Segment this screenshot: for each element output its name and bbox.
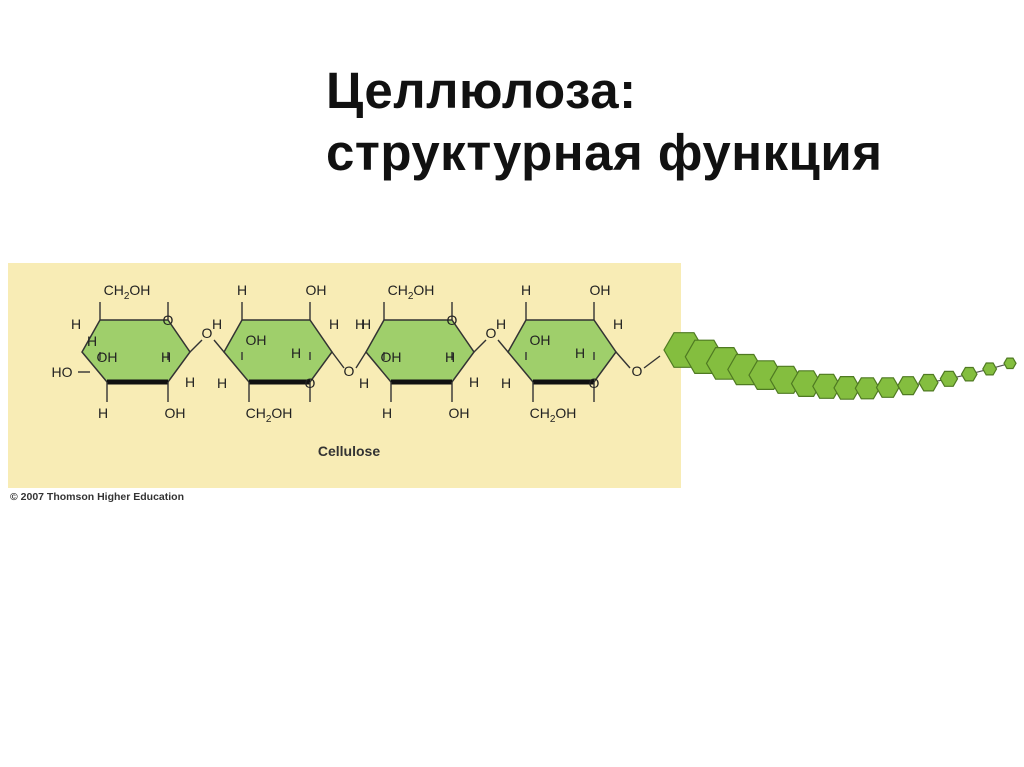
label-oh: OH (449, 405, 470, 421)
label-oh: OH (381, 349, 402, 365)
glycosidic-o: O (202, 325, 213, 341)
label-h: H (291, 345, 301, 361)
chain-hexagon (918, 373, 939, 392)
chain-hexagon (960, 366, 978, 382)
label-ch2oh: CH2OH (530, 405, 577, 425)
label-ring-o: O (305, 375, 316, 391)
label-oh: OH (165, 405, 186, 421)
chain-hexagon (833, 376, 861, 400)
label-ring-o: O (163, 312, 174, 328)
label-oh: OH (306, 282, 327, 298)
label-h: H (359, 375, 369, 391)
label-h: H (87, 333, 97, 349)
chain-hexagon (790, 370, 822, 397)
slide-title: Целлюлоза: структурная функция (326, 60, 1016, 184)
label-h: H (98, 405, 108, 421)
chain-hexagon (875, 377, 900, 398)
label-h: H (71, 316, 81, 332)
label-oh: OH (530, 332, 551, 348)
label-h: H (501, 375, 511, 391)
chain-hexagon (897, 376, 920, 396)
label-oh: OH (590, 282, 611, 298)
label-h: H (237, 282, 247, 298)
label-h: H (575, 345, 585, 361)
label-ch2oh: CH2OH (104, 282, 151, 302)
chain-hexagon (854, 377, 881, 400)
label-ch2oh: CH2OH (246, 405, 293, 425)
label-h: H (161, 349, 171, 365)
chain-hexagon (1003, 357, 1017, 370)
label-h: H (355, 316, 365, 332)
label-h: H (217, 375, 227, 391)
label-h: H (329, 316, 339, 332)
chain-hexagon (982, 362, 998, 376)
label-oh: OH (97, 349, 118, 365)
copyright-credit: © 2007 Thomson Higher Education (10, 491, 185, 503)
glycosidic-o: O (632, 363, 643, 379)
label-h: H (361, 316, 371, 332)
figure-caption: Cellulose (318, 443, 380, 459)
label-ho: HO (52, 364, 73, 380)
glycosidic-o: O (344, 363, 355, 379)
label-h: H (521, 282, 531, 298)
chain-hexagon (939, 370, 959, 387)
label-h: H (496, 316, 506, 332)
chain-hexagon (812, 373, 842, 399)
label-ring-o: O (589, 375, 600, 391)
glycosidic-o: O (486, 325, 497, 341)
label-h: H (445, 349, 455, 365)
label-h: H (185, 374, 195, 390)
label-h: H (469, 374, 479, 390)
label-h: H (382, 405, 392, 421)
label-h: H (613, 316, 623, 332)
title-line-1: Целлюлоза: (326, 62, 637, 119)
label-ch2oh: CH2OH (388, 282, 435, 302)
label-oh: OH (246, 332, 267, 348)
title-line-2: структурная функция (326, 124, 883, 181)
label-ring-o: O (447, 312, 458, 328)
label-h: H (212, 316, 222, 332)
